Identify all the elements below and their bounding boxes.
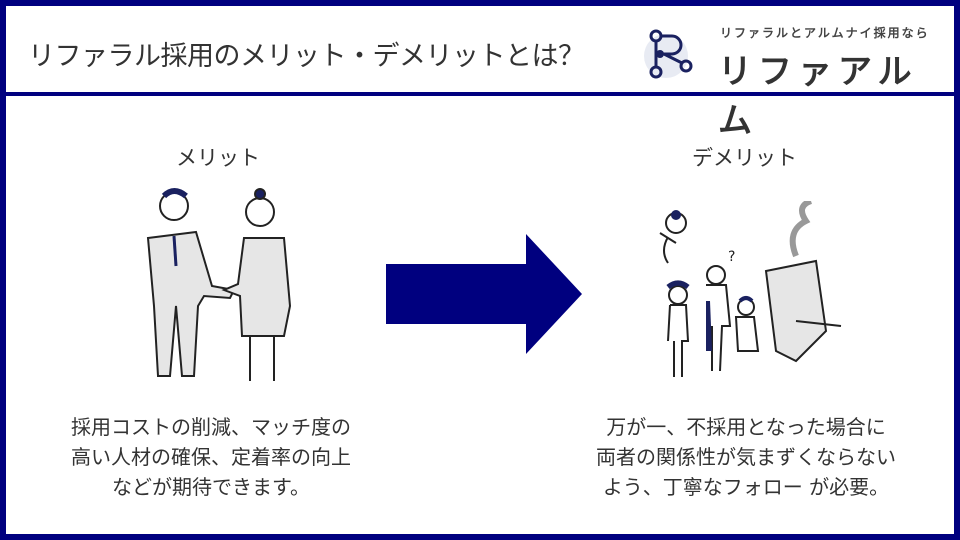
logo: リファラルとアルムナイ採用なら リファアルム: [642, 20, 942, 141]
merit-description: 採用コストの削減、マッチ度の 高い人材の確保、定着率の向上 などが期待できます。: [36, 412, 386, 502]
merit-line: 高い人材の確保、定着率の向上: [71, 445, 351, 469]
demerit-label: デメリット: [692, 146, 797, 170]
merit-line: などが期待できます。: [112, 475, 310, 499]
demerit-line: 万が一、不採用となった場合に: [606, 415, 886, 439]
logo-icon: [644, 29, 693, 79]
page-title: リファラル採用のメリット・デメリットとは？: [28, 41, 585, 72]
demerit-line: よう、丁寧なフォロー が必要。: [602, 475, 890, 499]
right-arrow-icon: [386, 234, 582, 354]
handshake-illustration: [146, 188, 292, 381]
svg-text:?: ?: [728, 249, 735, 265]
demerit-line: 両者の関係性が気まずくならない: [596, 445, 896, 469]
merit-label: メリット: [176, 146, 260, 170]
logo-name: リファアルム: [718, 52, 918, 141]
logo-tagline: リファラルとアルムナイ採用なら: [720, 26, 930, 40]
merit-line: 採用コストの削減、マッチ度の: [71, 415, 351, 439]
header: リファラル採用のメリット・デメリットとは？ リファラルとアルムナイ採用なら リフ…: [6, 6, 954, 141]
trouble-illustration: ?: [659, 201, 842, 377]
demerit-description: 万が一、不採用となった場合に 両者の関係性が気まずくならない よう、丁寧なフォロ…: [566, 412, 926, 502]
